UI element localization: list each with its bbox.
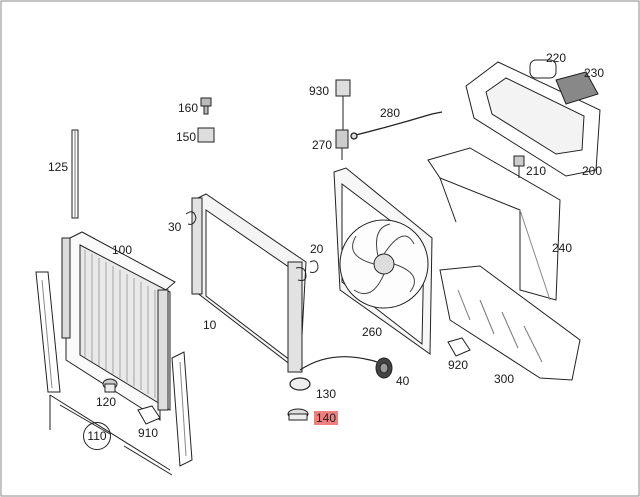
- label-130: 130: [316, 387, 337, 401]
- label-920: 920: [448, 358, 469, 372]
- label-30: 30: [168, 220, 182, 234]
- part-270-sensor: [335, 129, 349, 160]
- part-260-fan-shroud: [333, 167, 433, 355]
- part-125-rod: [71, 129, 79, 219]
- label-280: 280: [380, 106, 401, 120]
- part-210-clip: [513, 155, 525, 178]
- part-920-clip: [447, 337, 471, 357]
- part-240-air-guide: [427, 147, 561, 301]
- part-100-condenser: [61, 231, 176, 421]
- part-200-upper-panel: [465, 61, 601, 177]
- part-910-clip: [137, 405, 161, 425]
- label-160: 160: [178, 101, 199, 115]
- part-160-screw: [200, 97, 212, 115]
- label-125: 125: [48, 160, 69, 174]
- label-230: 230: [584, 66, 605, 80]
- part-bracket-right: [171, 351, 193, 467]
- label-140: 140: [314, 411, 339, 425]
- label-220: 220: [546, 51, 567, 65]
- label-100: 100: [112, 243, 133, 257]
- label-910: 910: [138, 426, 159, 440]
- part-300-lower-guide: [439, 265, 581, 381]
- part-bracket-left: [35, 271, 61, 393]
- label-270: 270: [312, 138, 333, 152]
- label-930: 930: [309, 84, 330, 98]
- part-130-hose: [289, 356, 383, 391]
- part-40-connector: [375, 357, 393, 379]
- part-230-grille: [555, 71, 599, 105]
- part-30-clip: [185, 211, 197, 225]
- part-220-bracket: [529, 59, 557, 79]
- label-110: 110: [83, 422, 111, 450]
- label-210: 210: [526, 164, 547, 178]
- part-10-radiator: [191, 193, 307, 373]
- part-930-sensor: [335, 79, 351, 130]
- label-300: 300: [494, 372, 515, 386]
- label-260: 260: [362, 325, 383, 339]
- part-150-cap: [197, 127, 215, 143]
- label-120: 120: [96, 395, 117, 409]
- part-20-clip: [309, 260, 319, 273]
- label-20: 20: [310, 242, 324, 256]
- part-120-fitting: [102, 378, 118, 393]
- label-40: 40: [396, 374, 410, 388]
- label-10: 10: [203, 318, 217, 332]
- label-150: 150: [176, 130, 197, 144]
- label-200: 200: [582, 164, 603, 178]
- part-280-cable: [350, 111, 443, 140]
- part-140-cap: [287, 408, 309, 421]
- label-240: 240: [552, 241, 573, 255]
